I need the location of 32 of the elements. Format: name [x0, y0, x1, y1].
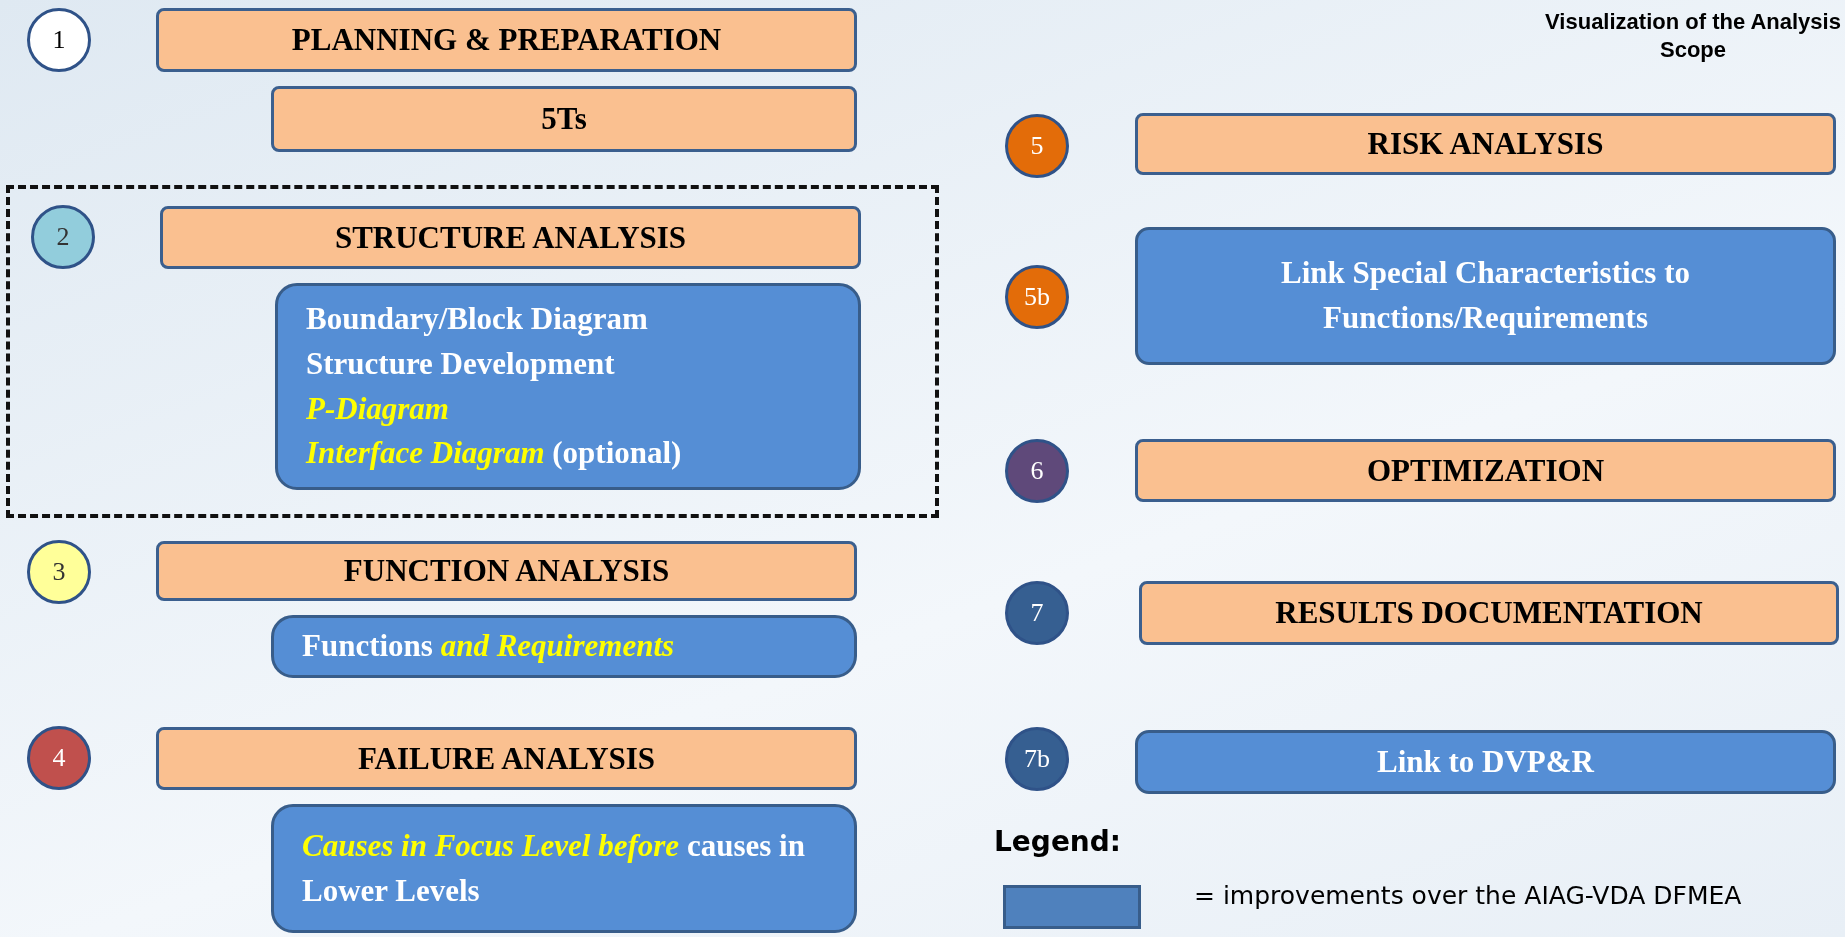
- detail-text: Functions and Requirements: [302, 627, 676, 666]
- step-number-circle: 4: [27, 726, 91, 790]
- step-heading-box: FAILURE ANALYSIS: [156, 727, 857, 790]
- step-number-circle: 7: [1005, 581, 1069, 645]
- step-number-circle: 5: [1005, 114, 1069, 178]
- detail-text: P-Diagram: [306, 389, 450, 428]
- detail-box: [275, 283, 861, 490]
- detail-box: [271, 615, 857, 678]
- step-heading-box: PLANNING & PREPARATION: [156, 8, 857, 72]
- dashed-scope-frame: [6, 185, 939, 518]
- step-heading-box: FUNCTION ANALYSIS: [156, 541, 857, 601]
- step-heading-box: RISK ANALYSIS: [1135, 113, 1836, 175]
- step-number-circle: 5b: [1005, 265, 1069, 329]
- step-number-circle: 2: [31, 205, 95, 269]
- detail-text: Causes in Focus Level before causes in Lower Levels: [302, 826, 806, 910]
- step-number-circle: 3: [27, 540, 91, 604]
- detail-box: [271, 804, 857, 933]
- detail-box: Link to DVP&R: [1135, 730, 1836, 794]
- detail-box: Link Special Characteristics to Functions/Requirements: [1135, 227, 1836, 365]
- legend-heading: Legend:: [994, 825, 1122, 858]
- step-heading-box: RESULTS DOCUMENTATION: [1139, 581, 1839, 645]
- step-heading-box: 5Ts: [271, 86, 857, 152]
- detail-text: Boundary/Block Diagram: [306, 299, 649, 338]
- step-number-circle: 6: [1005, 439, 1069, 503]
- title: Visualization of the Analysis Scope: [1544, 8, 1842, 64]
- step-heading-box: OPTIMIZATION: [1135, 439, 1836, 502]
- legend-text: = improvements over the AIAG-VDA DFMEA: [1194, 883, 1743, 909]
- step-number-circle: 1: [27, 8, 91, 72]
- step-heading-box: STRUCTURE ANALYSIS: [160, 206, 861, 269]
- detail-text: Structure Development: [306, 344, 616, 383]
- step-number-circle: 7b: [1005, 727, 1069, 791]
- detail-text: Interface Diagram (optional): [306, 434, 683, 473]
